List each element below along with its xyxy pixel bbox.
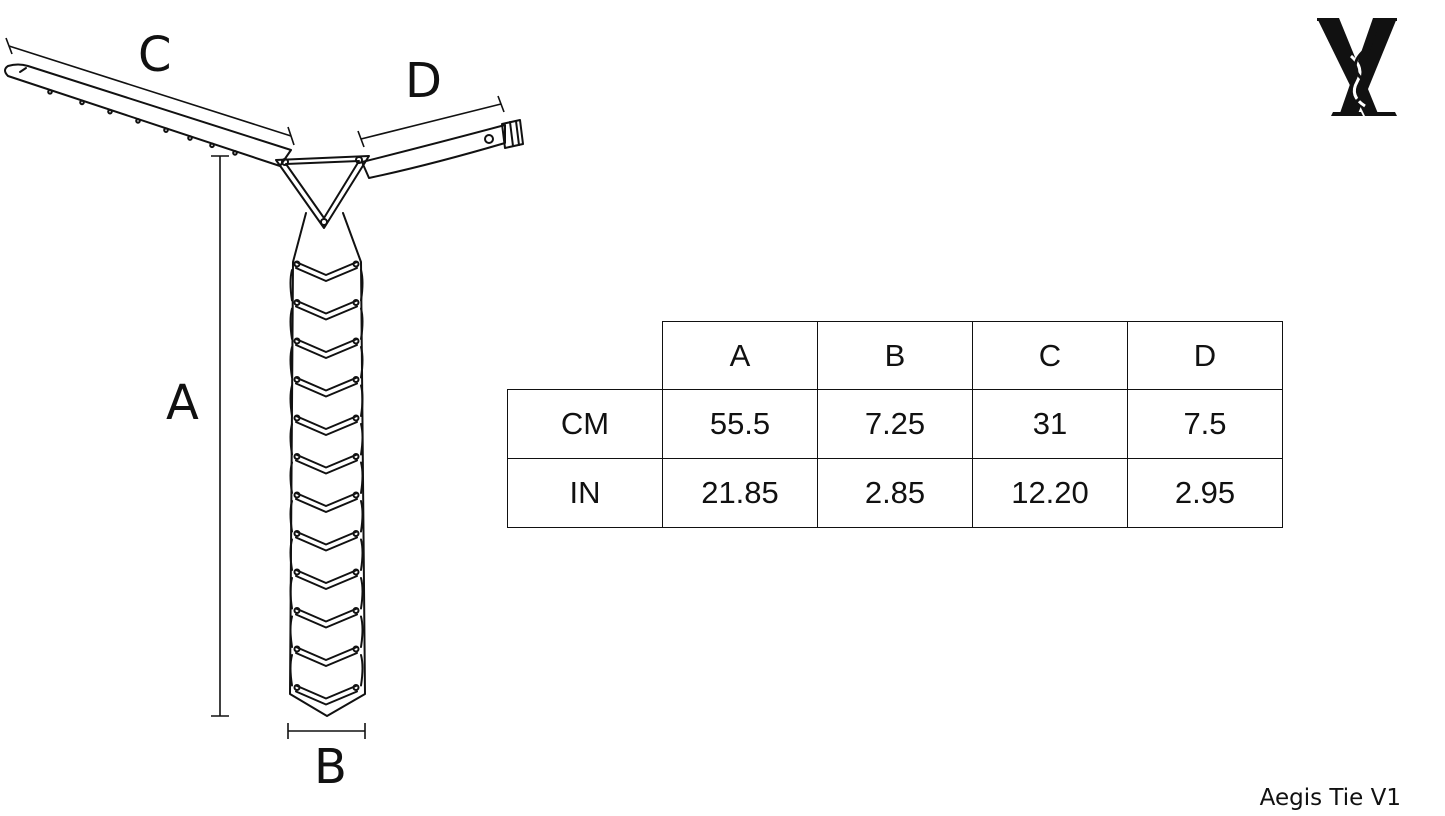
table-cell: 2.95 bbox=[1127, 458, 1283, 528]
strap-hole bbox=[47, 89, 53, 95]
table-cell: 7.25 bbox=[817, 389, 973, 459]
table-row: IN 21.85 2.85 12.20 2.95 bbox=[507, 458, 1283, 528]
chevron-segment bbox=[289, 307, 364, 359]
column-header-c: C bbox=[972, 321, 1128, 390]
chevron-segment bbox=[289, 500, 364, 552]
strap-hole bbox=[232, 150, 238, 156]
chevron-segment bbox=[289, 461, 364, 513]
chevron-segment bbox=[289, 654, 364, 706]
table-row: CM 55.5 7.25 31 7.5 bbox=[507, 389, 1283, 459]
left-strap bbox=[4, 63, 292, 167]
right-strap bbox=[361, 119, 524, 179]
chevron-segment bbox=[289, 577, 364, 629]
strap-hole bbox=[163, 127, 169, 133]
table-corner-cell bbox=[507, 321, 663, 390]
table-cell: 7.5 bbox=[1127, 389, 1283, 459]
strap-hole bbox=[135, 118, 141, 124]
dimension-label-b: B bbox=[314, 739, 347, 795]
chevron-segment bbox=[289, 346, 364, 398]
table-cell: 2.85 bbox=[817, 458, 973, 528]
row-header-cm: CM bbox=[507, 389, 663, 459]
column-header-d: D bbox=[1127, 321, 1283, 390]
chevron-segment bbox=[289, 423, 364, 475]
table-cell: 12.20 bbox=[972, 458, 1128, 528]
size-table: A B C D CM 55.5 7.25 31 7.5 IN 21.85 2.8… bbox=[507, 321, 1283, 528]
strap-hole bbox=[107, 108, 113, 115]
table-cell: 21.85 bbox=[662, 458, 818, 528]
dimension-c: C bbox=[5, 27, 295, 146]
dimension-a: A bbox=[166, 155, 229, 717]
table-cell: 31 bbox=[972, 389, 1128, 459]
dimension-label-d: D bbox=[405, 53, 442, 109]
dimension-d: D bbox=[357, 53, 505, 148]
strap-holes bbox=[47, 89, 238, 156]
strap-hole bbox=[79, 99, 85, 106]
dimension-label-c: C bbox=[138, 27, 172, 83]
buckle-icon bbox=[501, 119, 524, 149]
strap-hole bbox=[187, 135, 193, 141]
chevron-segment bbox=[289, 538, 364, 590]
dimension-b: B bbox=[287, 723, 366, 795]
dimension-label-a: A bbox=[166, 375, 199, 431]
strap-hole bbox=[209, 142, 215, 149]
chevron-segment bbox=[289, 384, 364, 436]
chevron-segment bbox=[293, 260, 360, 282]
row-header-in: IN bbox=[507, 458, 663, 528]
table-cell: 55.5 bbox=[662, 389, 818, 459]
monogram-logo-icon bbox=[1317, 18, 1397, 116]
tie-blade bbox=[289, 212, 366, 717]
blade-chevrons bbox=[289, 260, 364, 706]
table-header-row: A B C D bbox=[507, 321, 1283, 390]
product-caption: Aegis Tie V1 bbox=[1259, 785, 1401, 811]
chevron-segment bbox=[289, 615, 364, 667]
column-header-a: A bbox=[662, 321, 818, 390]
knot-triangle bbox=[275, 155, 370, 229]
column-header-b: B bbox=[817, 321, 973, 390]
chevron-segment bbox=[289, 269, 364, 321]
